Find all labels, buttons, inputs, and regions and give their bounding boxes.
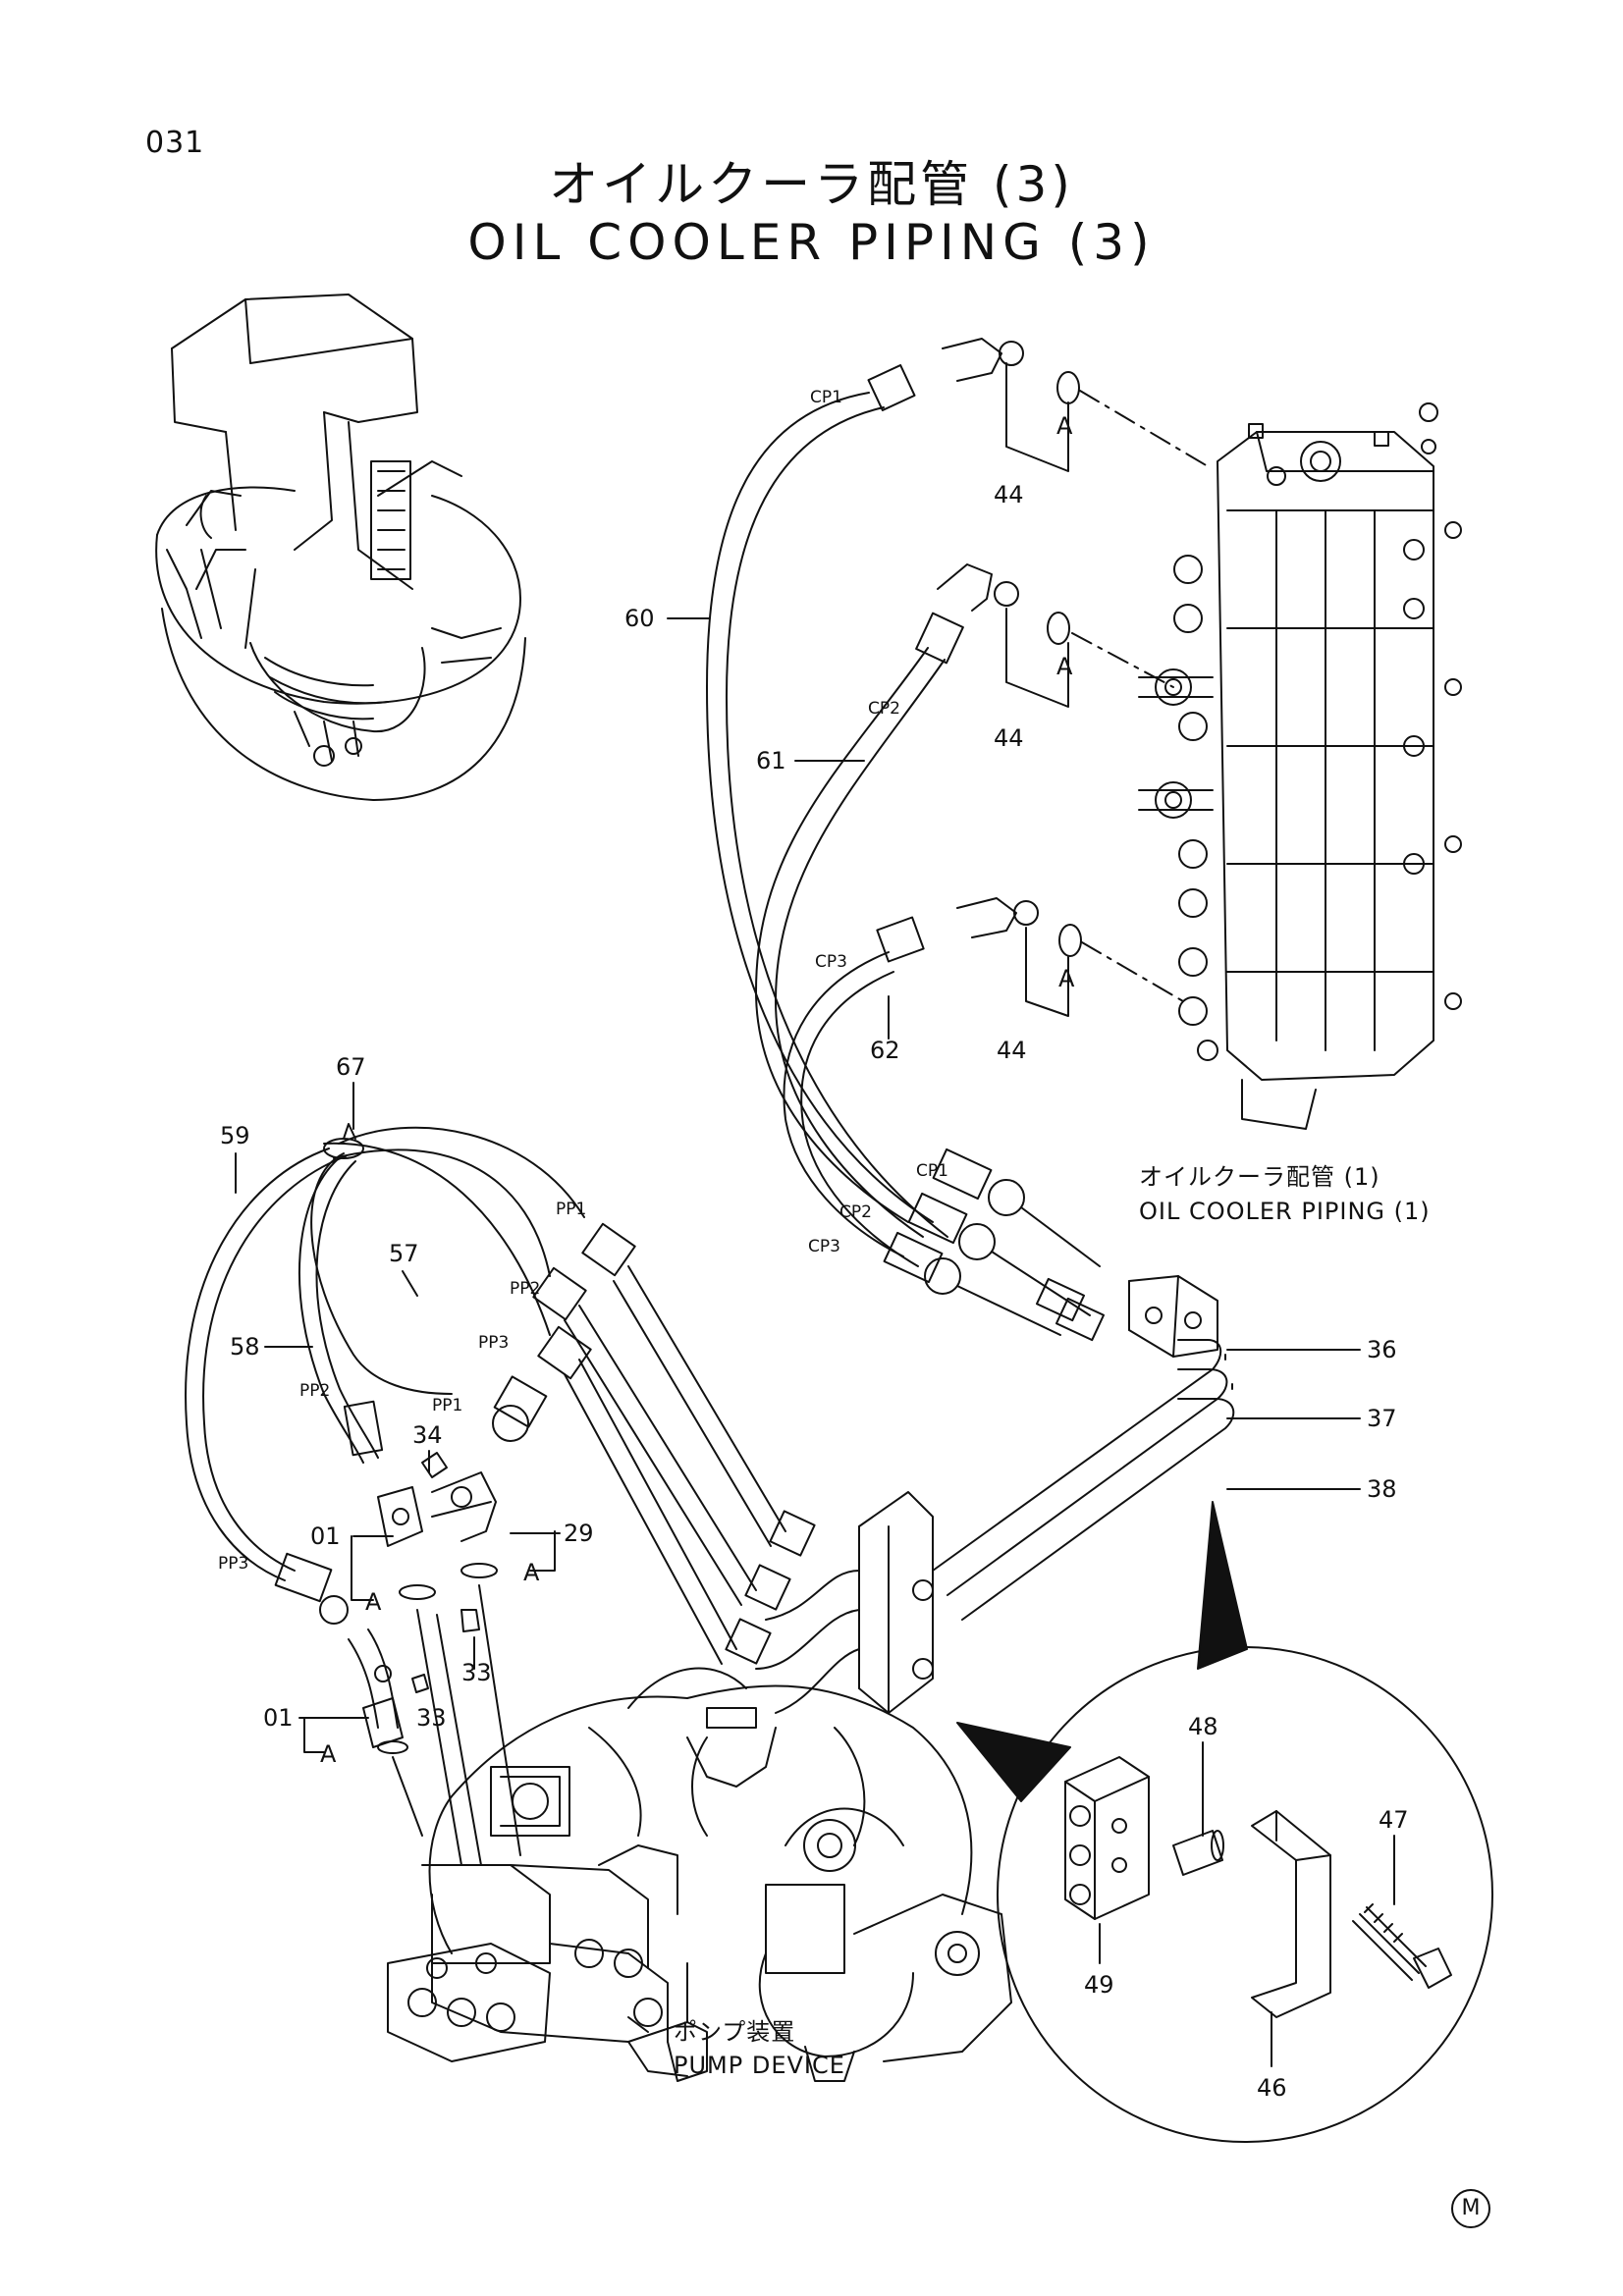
callout-46: 46 <box>1257 2074 1287 2102</box>
page-title-english: OIL COOLER PIPING (3) <box>467 214 1156 271</box>
detail-view-circle <box>956 1501 1493 2143</box>
callout-57: 57 <box>389 1240 419 1267</box>
tag-cp1-top: CP1 <box>810 388 842 407</box>
hose-cp3-62 <box>783 951 919 1267</box>
tag-pp1-lower: PP1 <box>432 1396 462 1415</box>
tag-cp3-top: CP3 <box>815 952 847 972</box>
a-markers: A A A A A A <box>320 412 1075 1768</box>
upper-fittings <box>867 338 1082 963</box>
tag-cp2-bottom: CP2 <box>839 1202 872 1222</box>
pump-device-illustration <box>387 1584 1012 2082</box>
tag-pp1-upper: PP1 <box>556 1200 586 1219</box>
page-title-japanese: オイルクーラ配管 (3) <box>549 156 1074 213</box>
hose-clamp-67 <box>323 1123 364 1159</box>
callout-29: 29 <box>564 1520 594 1547</box>
callout-49: 49 <box>1084 1971 1114 1999</box>
marker-a-6: A <box>320 1740 337 1768</box>
pipe-assembly-36-37-38 <box>725 1275 1235 1714</box>
marker-a-4: A <box>365 1588 382 1616</box>
marker-a-2: A <box>1056 653 1073 680</box>
callout-leaders <box>235 362 1361 2033</box>
callout-37: 37 <box>1367 1405 1397 1432</box>
machine-overview-illustration <box>155 294 526 801</box>
pp-hoses-to-cooler <box>564 1265 786 1665</box>
callout-38: 38 <box>1367 1475 1397 1503</box>
page-number: 031 <box>145 126 205 160</box>
hose-pp2-58 <box>298 1148 587 1464</box>
marker-a-3: A <box>1058 965 1075 992</box>
callout-34: 34 <box>412 1421 443 1449</box>
hose-cp1-60 <box>706 392 948 1238</box>
callout-01-lower: 01 <box>263 1704 294 1732</box>
tag-pp2-lower: PP2 <box>299 1381 330 1401</box>
caption-ref-japanese: オイルクーラ配管 (1) <box>1139 1163 1380 1191</box>
callout-numbers: 44 44 44 60 61 62 67 59 58 57 34 01 29 3… <box>220 481 1409 2102</box>
control-valve-illustration <box>1138 402 1462 1130</box>
callout-44-middle: 44 <box>994 724 1024 752</box>
caption-pump-japanese: ポンプ装置 <box>674 2018 795 2046</box>
cp-hose-ends <box>883 1148 1106 1342</box>
callout-60: 60 <box>624 605 655 632</box>
hose-cp2-61 <box>755 647 946 1238</box>
callout-36: 36 <box>1367 1336 1397 1363</box>
marker-a-5: A <box>523 1559 540 1586</box>
callout-33-upper: 33 <box>461 1659 492 1686</box>
caption-ref-english: OIL COOLER PIPING (1) <box>1139 1198 1431 1225</box>
catalog-mark-symbol: M <box>1451 2189 1490 2228</box>
tag-cp1-bottom: CP1 <box>916 1161 948 1181</box>
callout-58: 58 <box>230 1333 260 1361</box>
callout-59: 59 <box>220 1122 250 1149</box>
callout-47: 47 <box>1379 1806 1409 1834</box>
callout-44-top: 44 <box>994 481 1024 508</box>
tag-cp3-bottom: CP3 <box>808 1237 840 1256</box>
hose-pp1-57 <box>310 1126 636 1442</box>
marker-a-1: A <box>1056 412 1073 440</box>
tag-cp2-top: CP2 <box>868 699 900 719</box>
callout-67: 67 <box>336 1053 366 1081</box>
tag-pp2-upper: PP2 <box>510 1279 540 1299</box>
callout-48: 48 <box>1188 1713 1218 1740</box>
hose-tags: CP1 CP2 CP3 CP1 CP2 CP3 PP1 PP2 PP3 PP1 … <box>218 388 948 1574</box>
captions: オイルクーラ配管 (1) OIL COOLER PIPING (1) ポンプ装置… <box>674 1163 1431 2079</box>
callout-61: 61 <box>756 747 786 774</box>
callout-01-upper: 01 <box>310 1522 341 1550</box>
callout-33-lower: 33 <box>416 1704 447 1732</box>
callout-44-bottom: 44 <box>997 1037 1027 1064</box>
tag-pp3-upper: PP3 <box>478 1333 509 1353</box>
caption-pump-english: PUMP DEVICE <box>674 2052 845 2079</box>
callout-62: 62 <box>870 1037 900 1064</box>
tag-pp3-lower: PP3 <box>218 1554 248 1574</box>
fittings-left-cluster <box>348 1452 498 1754</box>
